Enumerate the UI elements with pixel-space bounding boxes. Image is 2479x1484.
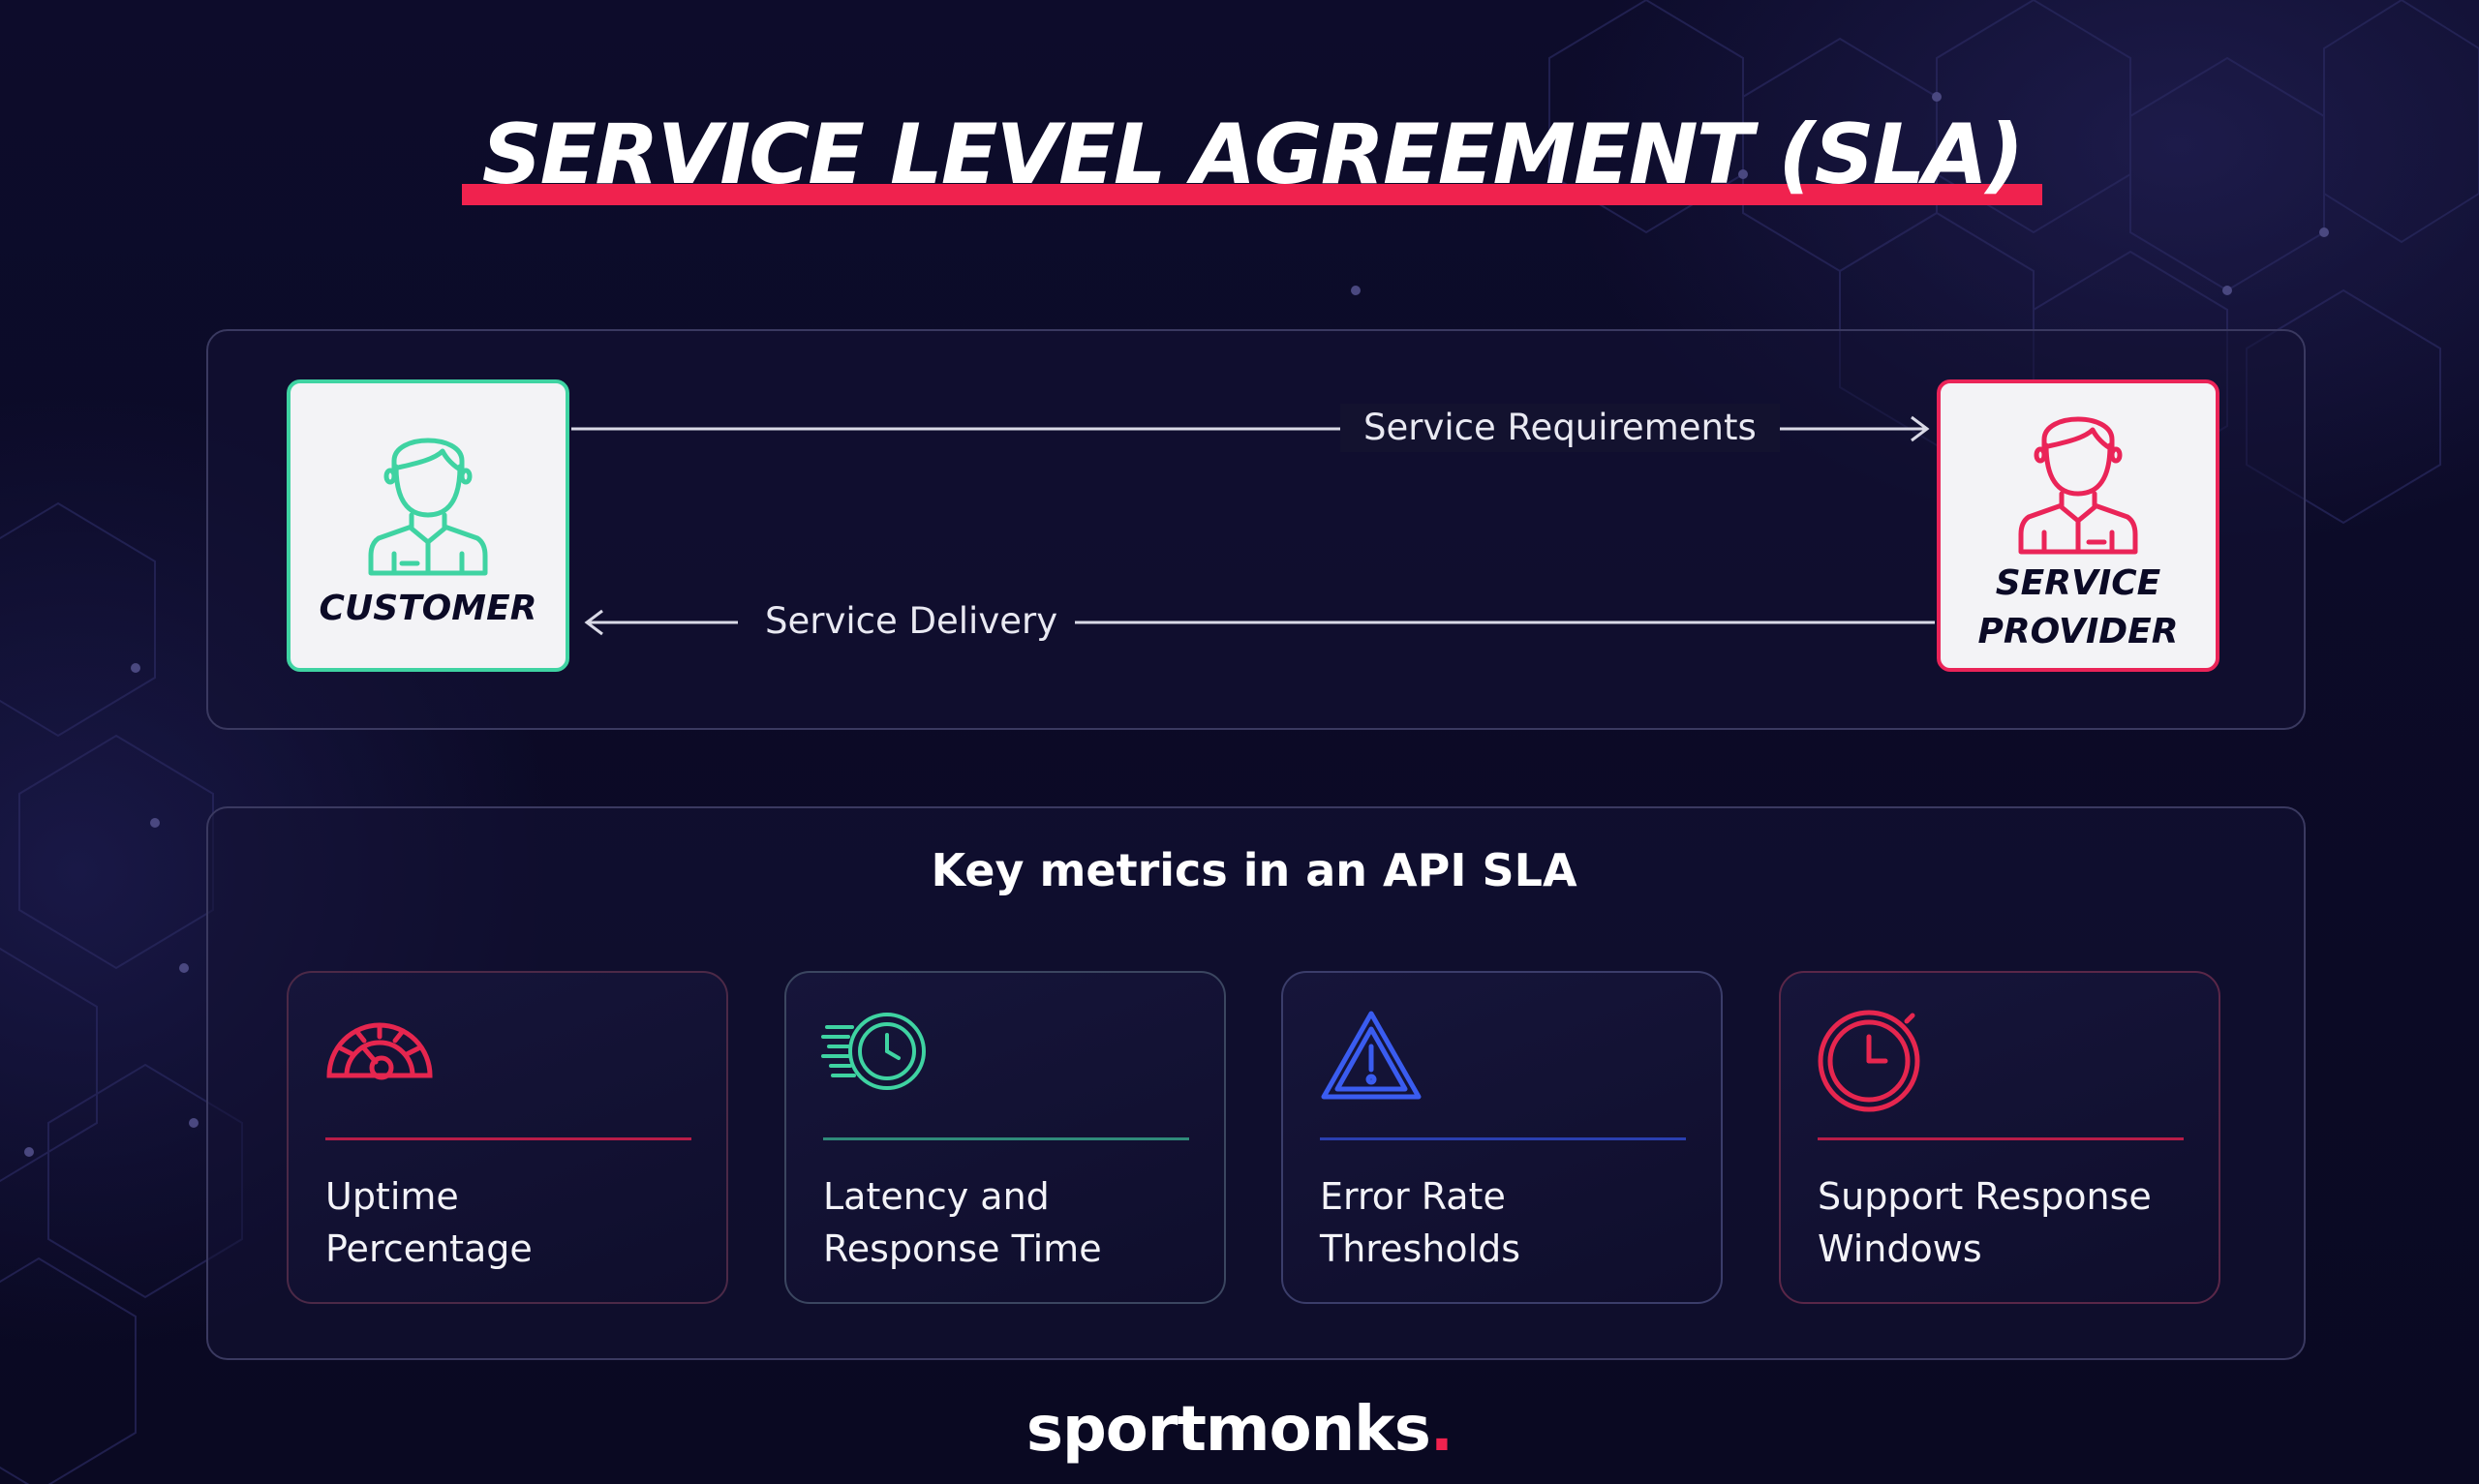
metric-label-line1: Error Rate: [1320, 1175, 1506, 1218]
metric-label: Support Response Windows: [1818, 1170, 2195, 1275]
speedometer-icon: [326, 1022, 433, 1080]
metric-card-uptime: Uptime Percentage: [287, 971, 728, 1304]
metric-card-support-response: Support Response Windows: [1779, 971, 2220, 1304]
metric-card-latency: Latency and Response Time: [784, 971, 1226, 1304]
metric-label: Error Rate Thresholds: [1320, 1170, 1698, 1275]
delivery-arrowhead: [584, 609, 603, 636]
metric-divider: [325, 1137, 691, 1140]
metric-label-line2: Percentage: [325, 1227, 533, 1270]
customer-label: CUSTOMER: [319, 589, 537, 628]
metric-label: Latency and Response Time: [823, 1170, 1201, 1275]
service-provider-label-line2: PROVIDER: [1977, 612, 2179, 651]
service-delivery-label: Service Delivery: [765, 600, 1058, 642]
service-provider-label-line1: SERVICE: [1995, 563, 2161, 603]
brand-name: sportmonks: [1025, 1394, 1431, 1466]
fast-clock-icon: [821, 1013, 926, 1090]
metric-label-line2: Response Time: [823, 1227, 1102, 1270]
metric-divider: [1320, 1137, 1686, 1140]
requirements-arrowhead: [1911, 415, 1930, 442]
metric-label-line2: Thresholds: [1320, 1227, 1521, 1270]
page-title: SERVICE LEVEL AGREEMENT (SLA): [481, 106, 2025, 203]
customer-person-icon: [368, 438, 488, 576]
title-underline: [462, 184, 2042, 205]
metric-label-line1: Uptime: [325, 1175, 459, 1218]
metric-card-error-rate: Error Rate Thresholds: [1281, 971, 1723, 1304]
brand-logo: sportmonks.: [0, 1394, 2479, 1466]
service-provider-label: SERVICE PROVIDER: [1941, 560, 2216, 656]
customer-box: CUSTOMER: [287, 379, 569, 672]
brand-dot: .: [1429, 1394, 1454, 1466]
service-requirements-label: Service Requirements: [1340, 404, 1780, 452]
metric-divider: [1818, 1137, 2184, 1140]
service-provider-box: SERVICE PROVIDER: [1937, 379, 2219, 672]
metric-label: Uptime Percentage: [325, 1170, 703, 1275]
stopwatch-icon: [1818, 1010, 1920, 1112]
provider-person-icon: [2018, 416, 2138, 555]
metric-label-line1: Latency and: [823, 1175, 1050, 1218]
metric-label-line1: Support Response: [1818, 1175, 2152, 1218]
metric-divider: [823, 1137, 1189, 1140]
warning-triangle-icon: [1321, 1011, 1422, 1100]
metric-label-line2: Windows: [1818, 1227, 1982, 1270]
metrics-heading: Key metrics in an API SLA: [931, 844, 1577, 896]
